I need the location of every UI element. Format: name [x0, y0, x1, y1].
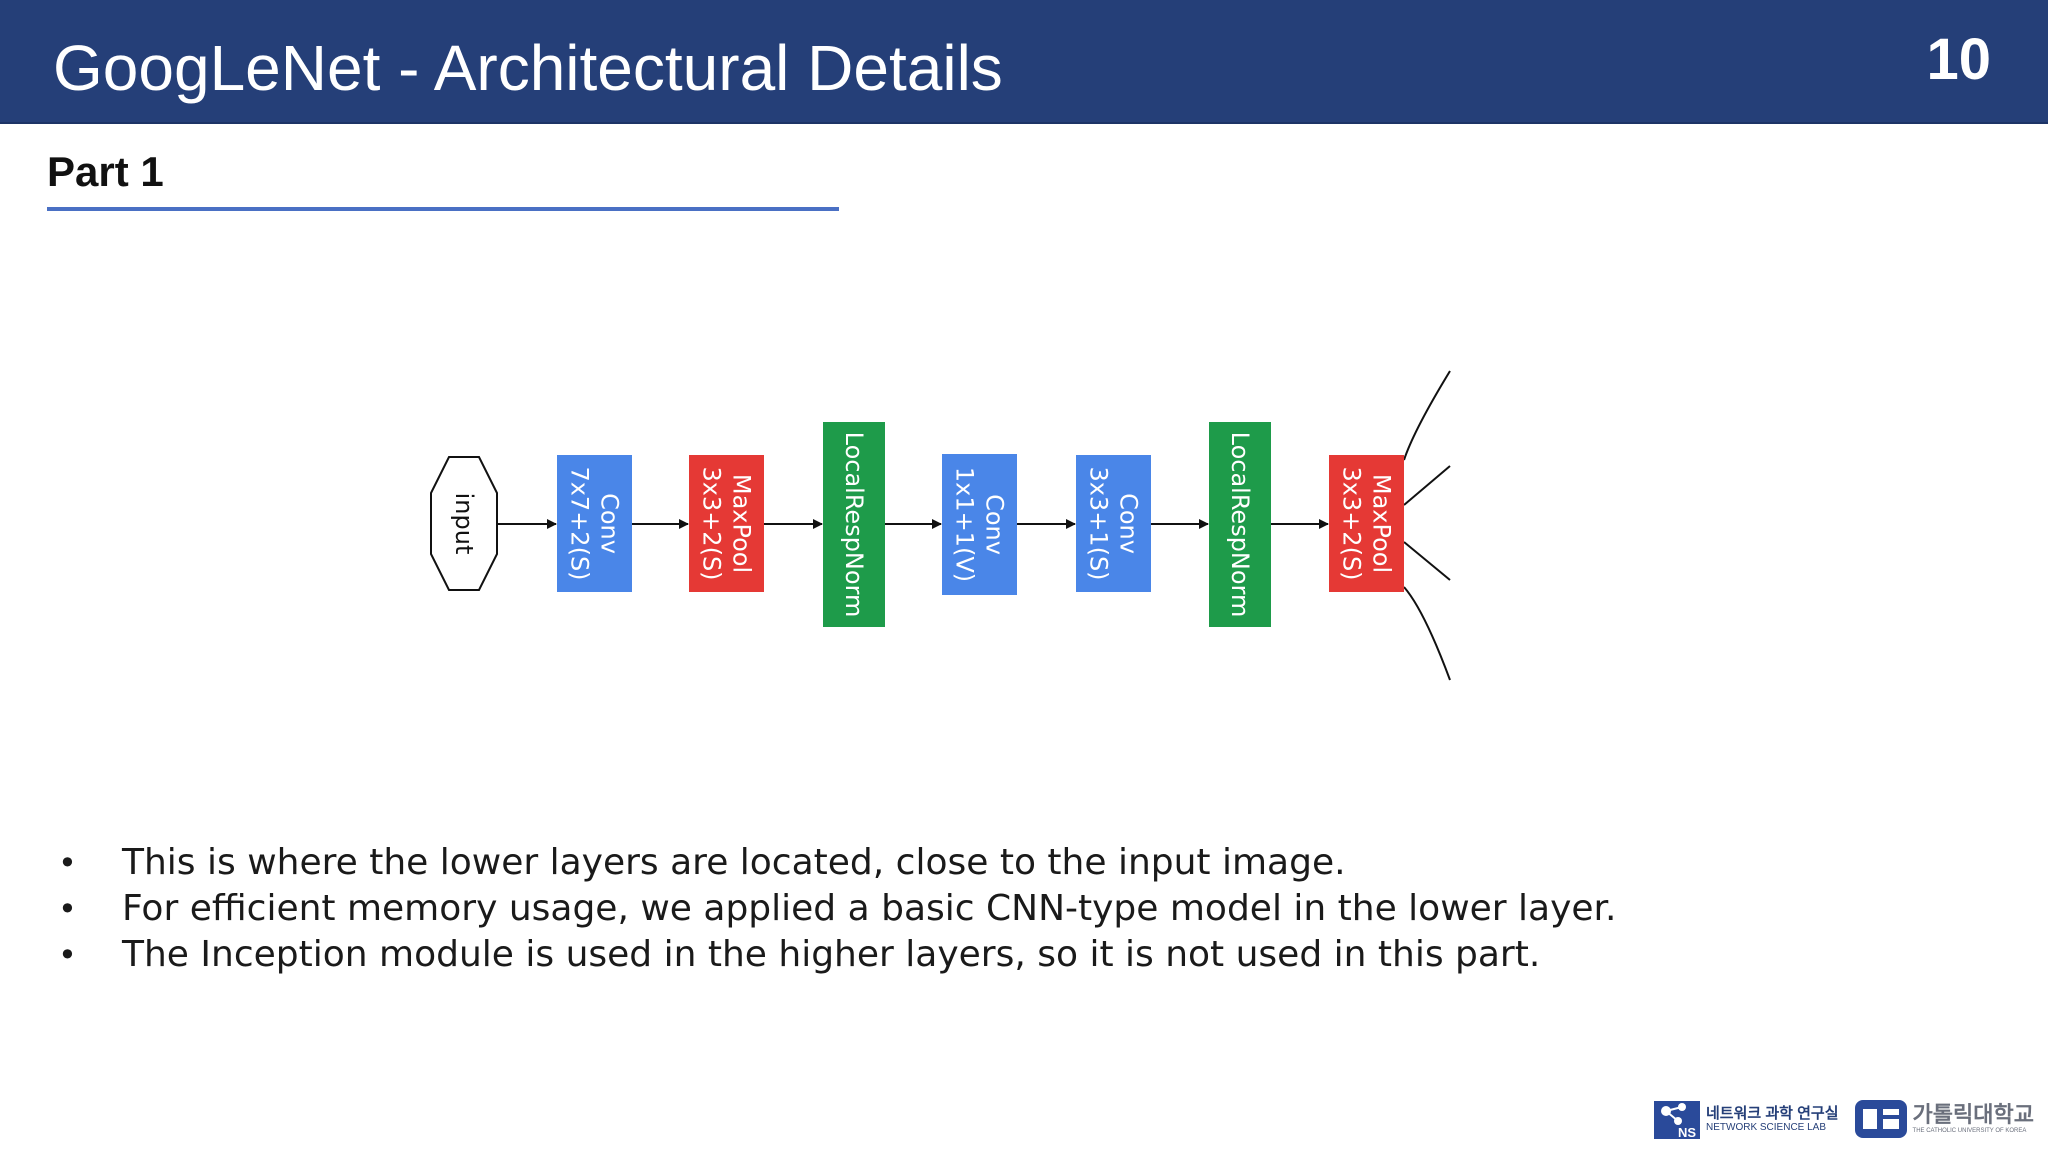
- node-lrn2: LocalRespNorm: [1209, 422, 1271, 627]
- node-shape-lrn2: [1209, 422, 1271, 627]
- node-shape-conv3: [1076, 455, 1151, 592]
- bullet-item: • This is where the lower layers are loc…: [58, 840, 1617, 886]
- bullet-marker: •: [58, 844, 77, 882]
- node-shape-lrn1: [823, 422, 885, 627]
- ns-badge: NS: [1678, 1125, 1696, 1140]
- node-label-maxpool1: MaxPool3x3+2(S): [698, 466, 756, 580]
- network-nodes-icon: NS: [1654, 1101, 1700, 1140]
- bullet-marker: •: [58, 890, 77, 928]
- bullet-marker: •: [58, 936, 77, 974]
- node-shape-maxpool1: [689, 455, 764, 592]
- node-label-conv1: Conv7x7+2(S): [566, 466, 624, 580]
- lab-name-english: NETWORK SCIENCE LAB: [1706, 1121, 1827, 1133]
- lab-name-korean: 네트워크 과학 연구실: [1706, 1104, 1839, 1122]
- node-shape-conv1: [557, 455, 632, 592]
- node-shape-maxpool2: [1329, 455, 1404, 592]
- output-branch-edge: [1403, 541, 1451, 581]
- bullet-text: For efficient memory usage, we applied a…: [122, 888, 1617, 929]
- output-branch-edge: [1403, 465, 1451, 506]
- footer-logos: NS 네트워크 과학 연구실 NETWORK SCIENCE LAB 가톨릭대학…: [1638, 1095, 2034, 1143]
- node-conv1: Conv7x7+2(S): [557, 455, 632, 592]
- bullet-text: This is where the lower layers are locat…: [122, 842, 1346, 883]
- university-name-english: THE CATHOLIC UNIVERSITY OF KOREA: [1912, 1128, 2027, 1134]
- university-name-korean: 가톨릭대학교: [1912, 1102, 2034, 1127]
- node-maxpool2: MaxPool3x3+2(S): [1329, 455, 1404, 592]
- catholic-university-logo: 가톨릭대학교 THE CATHOLIC UNIVERSITY OF KOREA: [1853, 1097, 2034, 1141]
- bullet-item: • The Inception module is used in the hi…: [58, 932, 1617, 978]
- node-lrn1: LocalRespNorm: [823, 422, 885, 627]
- header-bar: GoogLeNet - Architectural Details 10: [0, 0, 2048, 124]
- node-maxpool1: MaxPool3x3+2(S): [689, 455, 764, 592]
- output-branch-edge: [1403, 370, 1451, 461]
- node-input: input: [430, 456, 498, 591]
- bullet-list: • This is where the lower layers are loc…: [58, 840, 1617, 978]
- node-shape-input: [430, 456, 498, 591]
- node-conv3: Conv3x3+1(S): [1076, 455, 1151, 592]
- node-label-maxpool2: MaxPool3x3+2(S): [1338, 466, 1396, 580]
- section-title: Part 1: [47, 148, 164, 195]
- node-label-lrn1: LocalRespNorm: [840, 432, 868, 618]
- node-label-conv3: Conv3x3+1(S): [1085, 466, 1143, 580]
- node-label-input: input: [450, 493, 478, 555]
- output-branch-edge: [1403, 586, 1451, 681]
- node-shape-conv2: [942, 454, 1017, 595]
- node-label-conv2: Conv1x1+1(V): [951, 467, 1009, 582]
- slide-title: GoogLeNet - Architectural Details: [53, 32, 1003, 104]
- page-number: 10: [1926, 27, 1991, 92]
- bullet-text: The Inception module is used in the high…: [122, 934, 1541, 975]
- node-conv2: Conv1x1+1(V): [942, 454, 1017, 595]
- bullet-item: • For efficient memory usage, we applied…: [58, 886, 1617, 932]
- node-label-lrn2: LocalRespNorm: [1226, 432, 1254, 618]
- section-underline: [47, 207, 839, 211]
- university-emblem-icon: [1854, 1100, 1907, 1138]
- network-science-lab-logo: NS 네트워크 과학 연구실 NETWORK SCIENCE LAB: [1652, 1097, 1839, 1141]
